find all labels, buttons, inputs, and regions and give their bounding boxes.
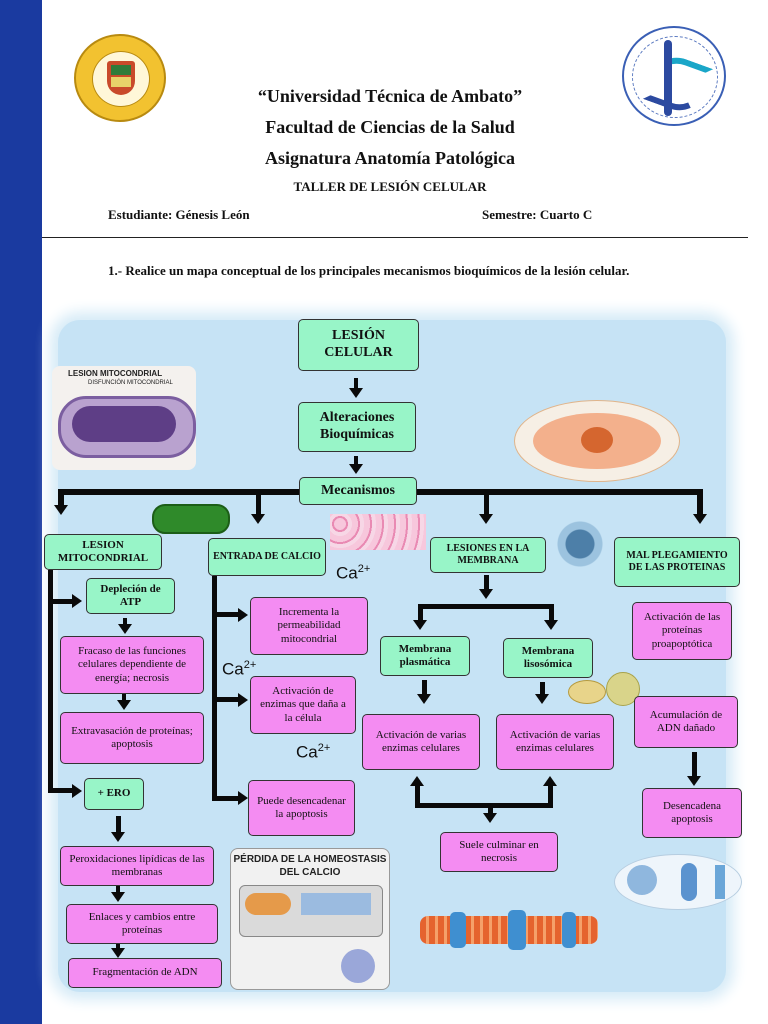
node-plasma-membrane: Membrana plasmática: [380, 636, 470, 676]
protein-structure-image: [552, 516, 608, 572]
node-function-failure: Fracaso de las funciones celulares depen…: [60, 636, 204, 694]
university-title: “Universidad Técnica de Ambato”: [257, 86, 523, 106]
arrow-down-icon: [118, 624, 132, 634]
arrow-down-icon: [349, 388, 363, 398]
arrow-down-icon: [417, 694, 431, 704]
lysosome-fruit-image: [568, 680, 606, 704]
node-protein-misfolding: MAL PLEGAMIENTO DE LAS PROTEINAS: [614, 537, 740, 587]
protein-folding-image: [614, 854, 742, 910]
calcium-homeostasis-image: PÉRDIDA DE LA HOMEOSTASIS DEL CALCIO: [230, 848, 390, 990]
semester-info: Semestre: Cuarto C: [482, 207, 593, 222]
node-protein-extravasation: Extravasación de proteínas; apoptosis: [60, 712, 204, 764]
node-necrosis: Suele culminar en necrosis: [440, 832, 558, 872]
node-proapoptotic-activation: Activación de las proteínas proapoptótic…: [632, 602, 732, 660]
arrow-down-icon: [479, 589, 493, 599]
node-atp-depletion: Depleción de ATP: [86, 578, 175, 614]
node-lysosomal-membrane: Membrana lisosómica: [503, 638, 593, 678]
mitochondrial-lesion-image: LESION MITOCONDRIAL DISFUNCIÓN MITOCONDR…: [52, 366, 196, 470]
arrow-down-icon: [111, 948, 125, 958]
workshop-title: TALLER DE LESIÓN CELULAR: [293, 179, 487, 194]
node-membrane-lesions: LESIONES EN LA MEMBRANA: [430, 537, 546, 573]
arrow-down-icon: [693, 514, 707, 524]
node-calcium-entry: ENTRADA DE CALCIO: [208, 538, 326, 576]
tissue-micrograph-image: [330, 514, 426, 550]
page-sidebar-band: [0, 0, 42, 1024]
node-mito-permeability: Incrementa la permeabilidad mitocondrial: [250, 597, 368, 655]
student-name: Estudiante: Génesis León: [108, 207, 250, 222]
question-text: 1.- Realice un mapa conceptual de los pr…: [108, 263, 630, 278]
node-ero: + ERO: [84, 778, 144, 810]
cell-membrane-image: [416, 896, 602, 966]
arrow-down-icon: [251, 514, 265, 524]
arrow-right-icon: [72, 594, 82, 608]
node-enzyme-activation: Activación de enzimas que daña a la célu…: [250, 676, 356, 734]
node-dna-damage: Acumulación de ADN dañado: [634, 696, 738, 748]
node-enzyme-activation-plasma: Activación de varias enzimas celulares: [362, 714, 480, 770]
arrow-right-icon: [72, 784, 82, 798]
arrow-down-icon: [111, 892, 125, 902]
node-biochemical-alterations: Alteraciones Bioquímicas: [298, 402, 416, 452]
subject-title: Asignatura Anatomía Patológica: [265, 148, 515, 168]
arrow-down-icon: [54, 505, 68, 515]
arrow-down-icon: [544, 620, 558, 630]
calcium-label: Ca2+: [222, 659, 257, 679]
cell-diagram-image: [514, 400, 680, 482]
node-dna-fragmentation: Fragmentación de ADN: [68, 958, 222, 988]
calcium-label: Ca2+: [336, 563, 371, 583]
faculty-logo: [622, 26, 726, 126]
node-mechanisms: Mecanismos: [299, 477, 417, 505]
calcium-label: Ca2+: [296, 742, 331, 762]
arrow-down-icon: [483, 813, 497, 823]
mitochondria-icon-image: [152, 504, 230, 534]
arrow-down-icon: [111, 832, 125, 842]
arrow-down-icon: [117, 700, 131, 710]
arrow-right-icon: [238, 608, 248, 622]
arrow-up-icon: [543, 776, 557, 786]
node-mito-lesion: LESION MITOCONDRIAL: [44, 534, 162, 570]
arrow-down-icon: [535, 694, 549, 704]
arrow-down-icon: [687, 776, 701, 786]
arrow-right-icon: [238, 693, 248, 707]
node-lipid-peroxidation: Peroxidaciones lipídicas de las membrana…: [60, 846, 214, 886]
node-triggers-apoptosis: Desencadena apoptosis: [642, 788, 742, 838]
arrow-down-icon: [479, 514, 493, 524]
header-divider: [42, 237, 748, 238]
faculty-title: Facultad de Ciencias de la Salud: [265, 117, 515, 137]
node-cell-injury: LESIÓN CELULAR: [298, 319, 419, 371]
node-trigger-apoptosis: Puede desencadenar la apoptosis: [248, 780, 355, 836]
arrow-down-icon: [349, 464, 363, 474]
node-enzyme-activation-lyso: Activación de varias enzimas celulares: [496, 714, 614, 770]
arrow-right-icon: [238, 791, 248, 805]
arrow-up-icon: [410, 776, 424, 786]
node-protein-links: Enlaces y cambios entre proteínas: [66, 904, 218, 944]
arrow-down-icon: [413, 620, 427, 630]
university-seal-logo: [74, 34, 166, 122]
